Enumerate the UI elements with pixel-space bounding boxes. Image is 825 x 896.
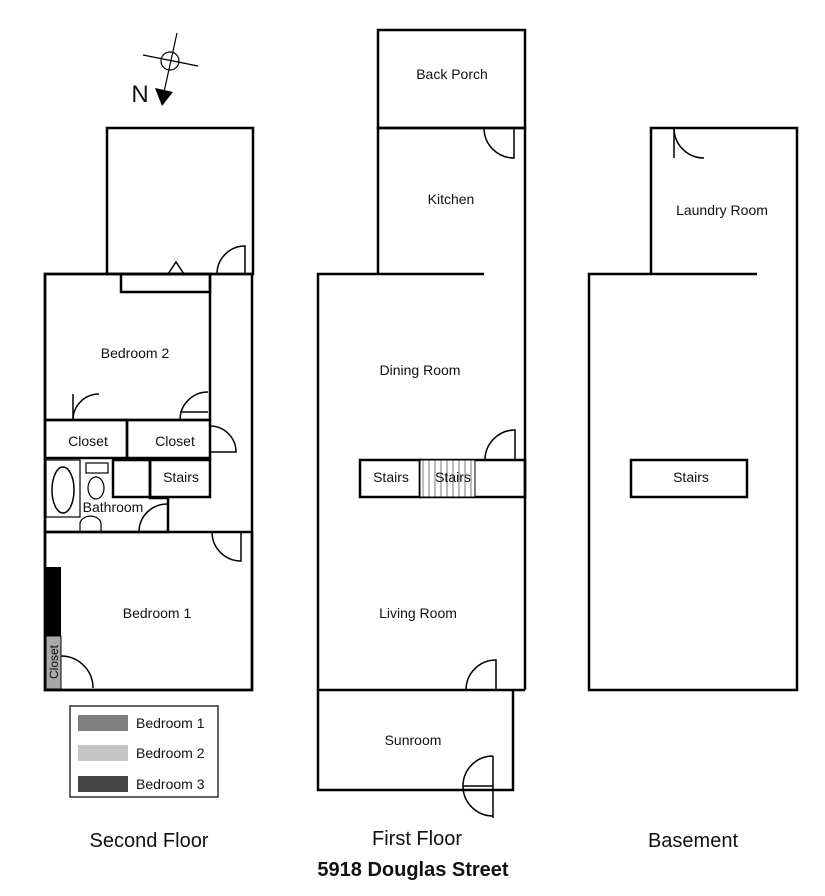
room-sunroom [316,690,515,792]
label-stairs-first-b: Stairs [435,469,471,485]
label-closet-c: Closet [47,644,61,679]
label-kitchen: Kitchen [428,191,475,207]
label-stairs-second: Stairs [163,469,199,485]
room-closet-b [125,418,212,460]
label-living-room: Living Room [379,605,457,621]
compass: N [131,32,199,108]
legend-label: Bedroom 2 [136,745,205,761]
label-stairs-basement: Stairs [673,469,709,485]
compass-label: N [131,81,148,108]
label-closet-a: Closet [68,433,108,449]
second-floor-plan: Bedroom 3 Bedroom 2 Closet Closet Stairs… [43,126,255,692]
legend-label: Bedroom 1 [136,715,205,731]
label-back-porch: Back Porch [416,66,488,82]
first-floor-plan: Back Porch Kitchen Dining Room Stairs St… [316,28,527,818]
label-bedroom-2: Bedroom 2 [101,345,170,361]
room-bedroom-1 [43,530,254,692]
legend-label: Bedroom 3 [136,776,205,792]
floor-label-second: Second Floor [90,830,209,852]
room-laundry [587,126,799,692]
label-bedroom-1: Bedroom 1 [123,605,192,621]
label-closet-b: Closet [155,433,195,449]
legend-swatch-bedroom-3 [78,776,128,792]
floor-label-first: First Floor [372,828,462,850]
north-arrow-icon [155,88,173,106]
label-bathroom: Bathroom [83,499,144,515]
legend-swatch-bedroom-2 [78,745,128,761]
stairs-basement [629,458,749,499]
stairs-second-floor [148,458,212,499]
label-dining-room: Dining Room [380,362,461,378]
label-stairs-first-a: Stairs [373,469,409,485]
label-laundry-room: Laundry Room [676,202,768,218]
floor-label-basement: Basement [648,830,738,852]
legend-swatch-bedroom-1 [78,715,128,731]
basement-plan: Laundry Room Stairs [587,126,799,692]
page-title: 5918 Douglas Street [317,859,509,881]
label-bedroom-3: Bedroom 3 [145,191,214,207]
legend: Bedroom 1 Bedroom 2 Bedroom 3 [69,705,219,798]
label-sunroom: Sunroom [385,732,442,748]
